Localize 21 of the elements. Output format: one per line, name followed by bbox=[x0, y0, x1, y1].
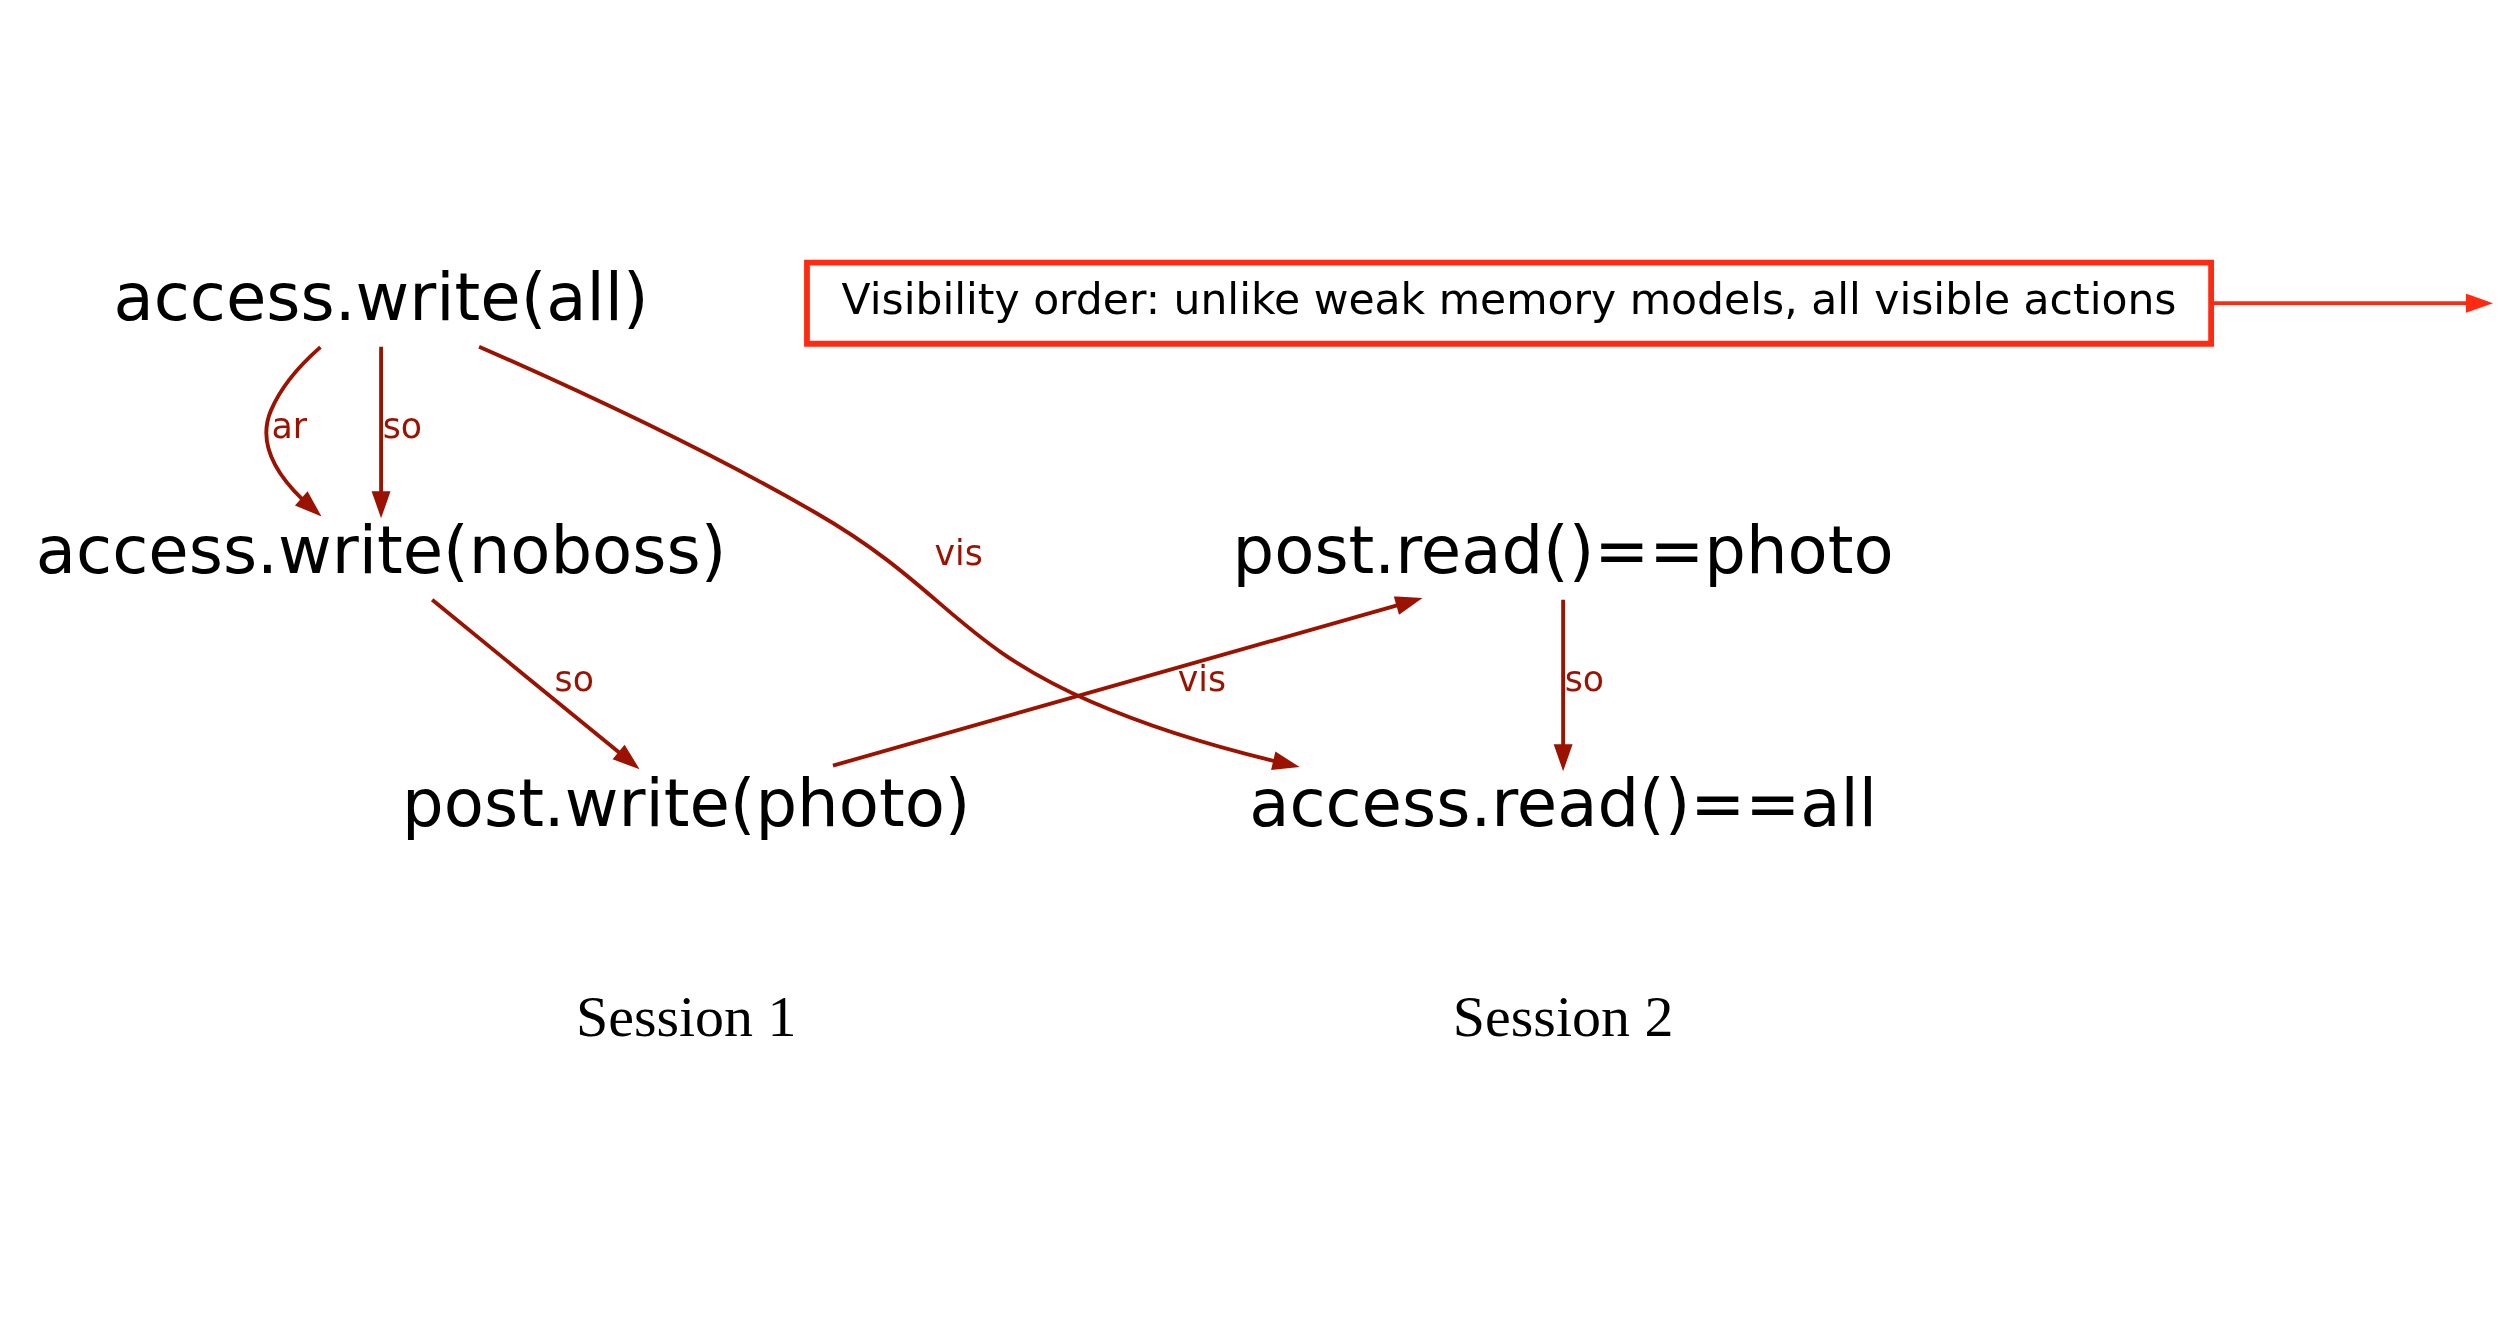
node-text: post.write(photo) bbox=[402, 765, 971, 842]
node-text: access.read()==all bbox=[1249, 765, 1878, 842]
label: Session 2 bbox=[1452, 984, 1674, 1050]
edge-label: vis bbox=[1177, 659, 1227, 700]
edge-label: so bbox=[554, 659, 594, 700]
node-text: access.write(noboss) bbox=[35, 512, 727, 589]
edge-label: so bbox=[382, 406, 423, 447]
arrow bbox=[832, 596, 1423, 768]
arrow bbox=[371, 346, 391, 519]
node-box: Visibility order: unlike weak memory models, all visible actions bbox=[804, 259, 2215, 347]
arrow bbox=[430, 598, 640, 770]
node-text: post.read()==photo bbox=[1232, 512, 1894, 589]
node-text: access.write(all) bbox=[113, 258, 649, 335]
arrow bbox=[264, 345, 322, 517]
arrow bbox=[2211, 293, 2494, 313]
arrow bbox=[1553, 599, 1573, 772]
edge-label: so bbox=[1564, 659, 1605, 700]
label: Session 1 bbox=[575, 984, 797, 1050]
edge-label: vis bbox=[934, 532, 983, 573]
edge-label: ar bbox=[271, 406, 308, 447]
arrow bbox=[478, 344, 1300, 771]
